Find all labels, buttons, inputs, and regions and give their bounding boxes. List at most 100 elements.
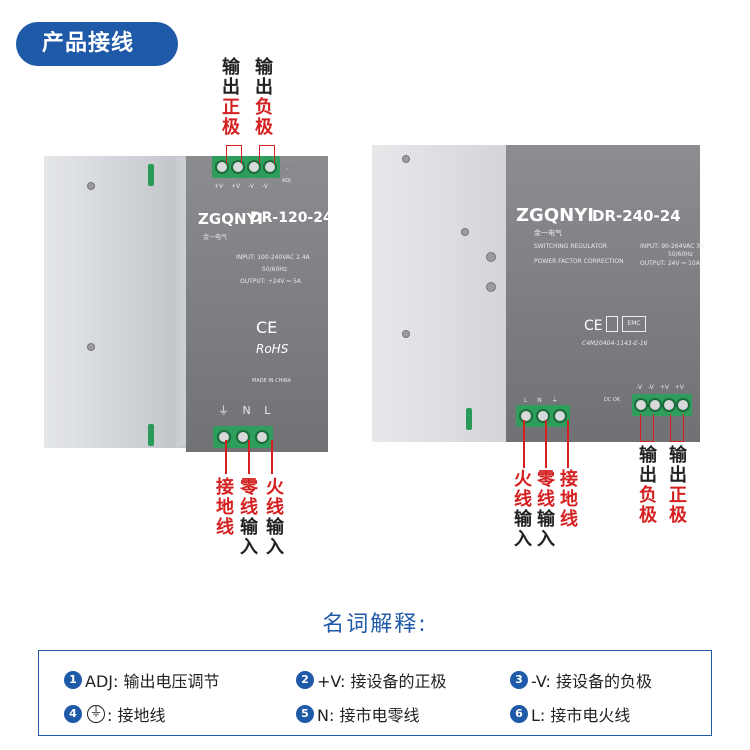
terminal-screw-icon <box>263 160 277 174</box>
output-spec: OUTPUT: 24V ⎓ 10A <box>640 260 700 267</box>
input-spec: INPUT: 90-264VAC 3A <box>640 243 705 250</box>
label-part: 负极 <box>255 97 273 138</box>
label-part: 输入 <box>240 517 258 558</box>
glossary-item: 4 ⏚ : 接地线 <box>64 702 165 726</box>
bracket <box>226 145 242 163</box>
label-d2-ground: 接地线 <box>558 470 580 530</box>
rohs-mark: RoHS <box>256 342 289 356</box>
dc-ok-label: DC OK <box>604 397 621 403</box>
bracket <box>640 414 654 442</box>
freq-spec: 50/60Hz <box>262 266 287 273</box>
label-d1-ground: 接地线 <box>214 478 236 538</box>
right-terminal-labels: -V -V +V +V <box>636 384 684 391</box>
terminal-screw-icon <box>552 409 567 423</box>
label-part: 输出 <box>639 445 657 486</box>
number-badge: 4 <box>64 705 82 723</box>
input-terminal-block <box>213 426 273 448</box>
freq-spec: 50/60Hz <box>668 251 693 258</box>
screw-icon <box>87 182 95 190</box>
label-d2-output-negative: 输出负极 <box>637 446 659 526</box>
glossary-text: N: 接市电零线 <box>317 706 420 725</box>
screw-icon <box>402 330 410 338</box>
terminal-screw-icon <box>247 160 261 174</box>
ce-mark: CE <box>256 318 278 337</box>
terminal-screw-icon <box>535 409 550 423</box>
screw-icon <box>402 155 410 163</box>
pointer-line <box>225 440 227 474</box>
made-in: MADE IN CHINA <box>252 378 292 384</box>
terminal-screw-icon <box>235 430 250 444</box>
label-part: 负极 <box>639 485 657 526</box>
brand-cn: 金一电气 <box>203 234 228 241</box>
label-part: 零线 <box>537 469 555 510</box>
glossary-text: +V: 接设备的正极 <box>317 672 447 691</box>
glossary-item: 5 N: 接市电零线 <box>296 702 419 726</box>
number-badge: 6 <box>510 705 528 723</box>
screw-icon <box>87 343 95 351</box>
section-tag: 产品接线 <box>16 22 178 66</box>
top-terminal-labels: +V +V -V -V <box>214 183 268 190</box>
label-output-positive: 输出正极 <box>220 58 242 138</box>
label-line1: SWITCHING REGULATOR <box>534 243 608 250</box>
screw-icon <box>461 228 469 236</box>
output-terminal-block <box>212 156 280 178</box>
glossary-item: 1 ADJ: 输出电压调节 <box>64 668 219 692</box>
cert-icon <box>606 316 618 332</box>
glossary-item: 6 L: 接市电火线 <box>510 702 630 726</box>
bracket <box>670 414 684 442</box>
number-badge: 2 <box>296 671 314 689</box>
glossary-title: 名词解释: <box>322 612 428 637</box>
power-supply-dr-240 <box>372 145 700 442</box>
device-front-panel <box>506 145 700 442</box>
model-name: DR-240-24 <box>592 207 681 225</box>
label-d1-neutral: 零线输入 <box>238 478 260 558</box>
label-d2-live: 火线输入 <box>512 470 534 550</box>
glossary-box <box>38 650 712 736</box>
adj-potentiometer <box>284 166 290 172</box>
label-part: 火线 <box>266 477 284 518</box>
left-terminal-labels: L N ⏚ <box>524 397 558 404</box>
emc-icon: EMC <box>622 316 646 332</box>
label-part: 接地线 <box>216 477 234 538</box>
model-name: DR-120-24 <box>250 210 333 226</box>
output-terminal-block <box>632 394 692 416</box>
device-front-panel <box>186 156 328 452</box>
device-side-panel <box>372 145 512 442</box>
terminal-screw-icon <box>254 430 269 444</box>
label-part: 接地线 <box>560 469 578 530</box>
label-part: 输入 <box>537 509 555 550</box>
screw-icon <box>486 252 496 262</box>
glossary-text: -V: 接设备的负极 <box>531 672 652 691</box>
device-side-panel <box>44 156 216 448</box>
label-part: 输入 <box>266 517 284 558</box>
ce-mark: CE <box>584 318 603 334</box>
label-part: 输出 <box>222 57 240 98</box>
serial-number: C4M20404-1143-E-16 <box>582 340 648 347</box>
brand-logo: ZGQNYI <box>198 210 263 228</box>
output-spec: OUTPUT: +24V ⎓ 5A <box>240 278 302 285</box>
label-line2: POWER FACTOR CORRECTION <box>534 258 624 265</box>
input-terminal-block <box>516 405 570 427</box>
terminal-screw-icon <box>519 409 534 423</box>
screw-icon <box>486 282 496 292</box>
label-d1-live: 火线输入 <box>264 478 286 558</box>
brand-cn: 金一电气 <box>534 229 562 237</box>
label-output-negative: 输出负极 <box>253 58 275 138</box>
adj-label: ADJ <box>282 178 291 184</box>
glossary-item: 3 -V: 接设备的负极 <box>510 668 652 692</box>
label-part: 输出 <box>255 57 273 98</box>
label-d2-neutral: 零线输入 <box>535 470 557 550</box>
terminal-screw-icon <box>676 398 690 412</box>
label-part: 正极 <box>669 485 687 526</box>
pointer-line <box>523 420 525 468</box>
label-part: 输入 <box>514 509 532 550</box>
label-part: 火线 <box>514 469 532 510</box>
terminal-screw-icon <box>231 160 245 174</box>
number-badge: 1 <box>64 671 82 689</box>
din-clip <box>148 424 154 446</box>
label-part: 零线 <box>240 477 258 518</box>
glossary-text: L: 接市电火线 <box>531 706 631 725</box>
terminal-screw-icon <box>634 398 648 412</box>
input-spec: INPUT: 100-240VAC 2.4A <box>236 254 310 261</box>
label-part: 输出 <box>669 445 687 486</box>
